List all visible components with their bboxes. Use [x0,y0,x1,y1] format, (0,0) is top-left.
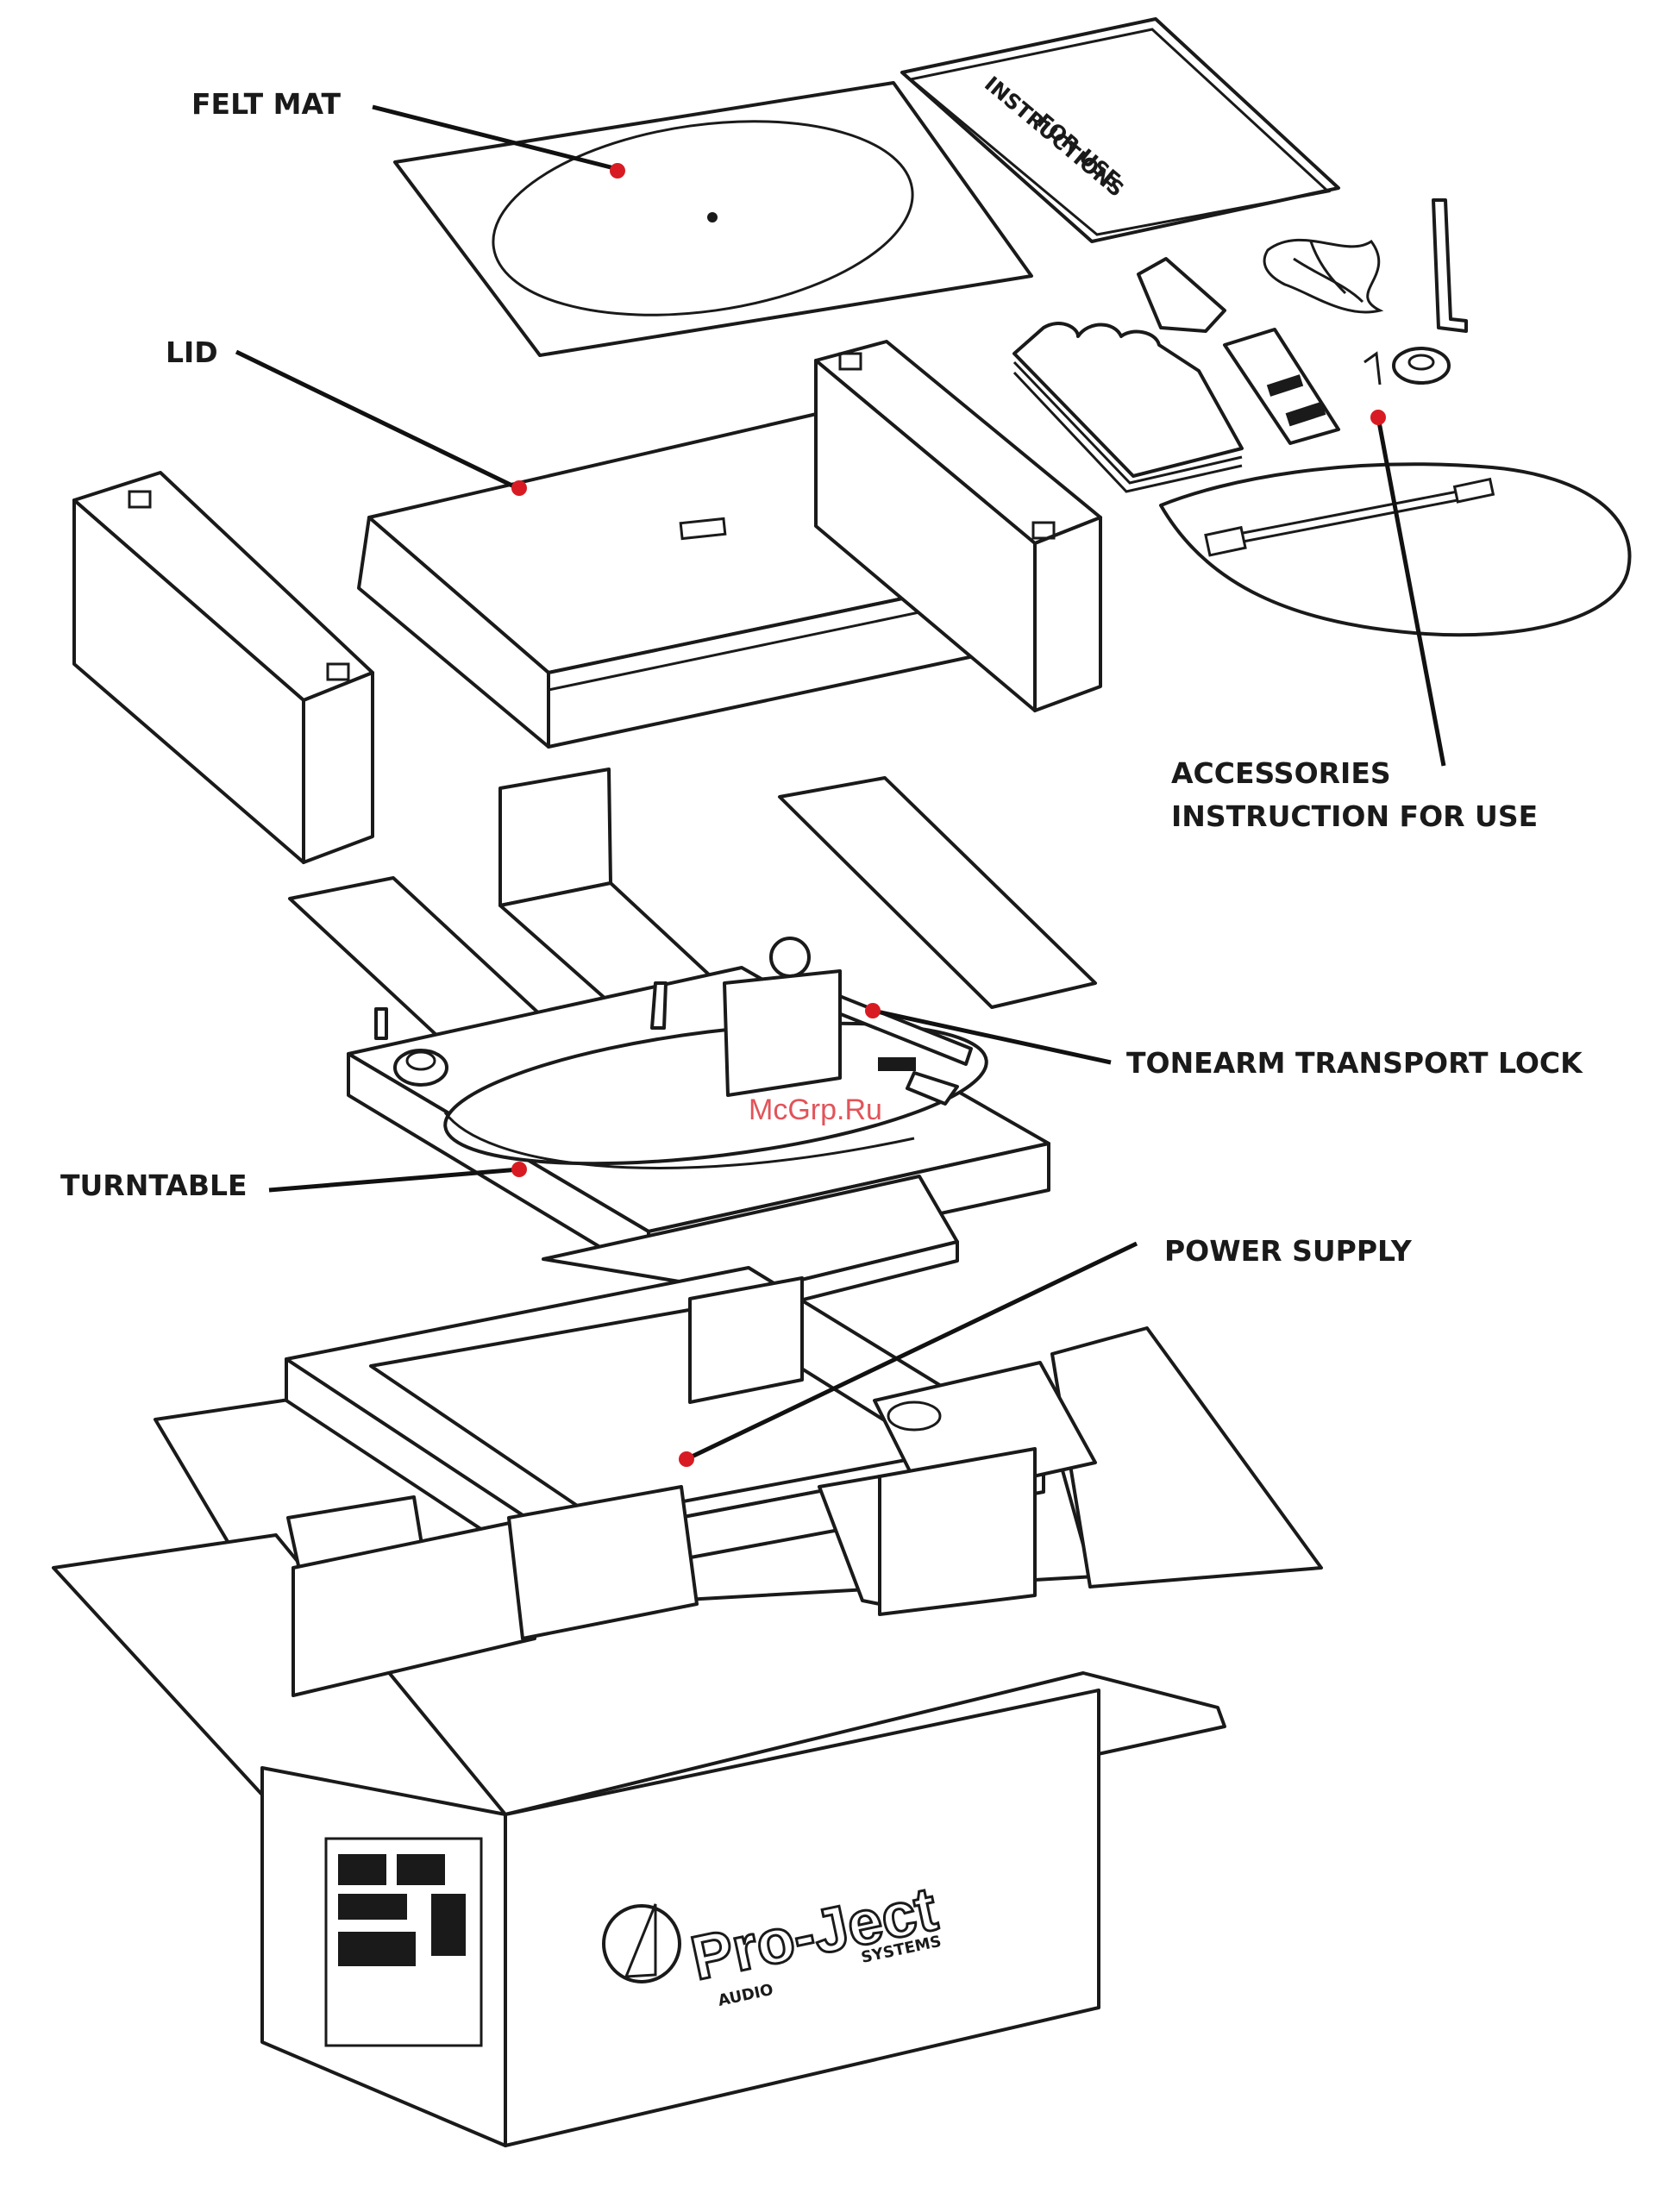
lid-foam-left [74,473,373,862]
accessories [1014,200,1630,635]
label-tonearm-lock: TONEARM TRANSPORT LOCK [1126,1046,1583,1080]
label-lid: LID [166,335,218,369]
label-power-supply: POWER SUPPLY [1164,1234,1413,1268]
watermark: McGrp.Ru [749,1093,882,1126]
marker-turntable [511,1162,527,1177]
marker-lid [511,480,527,496]
label-accessories-line2: INSTRUCTION FOR USE [1171,799,1538,833]
label-turntable: TURNTABLE [60,1169,248,1202]
marker-power-supply [679,1451,694,1467]
marker-accessories [1370,410,1386,425]
marker-felt-mat [610,163,625,179]
callout-lid [236,352,527,496]
label-felt-mat: FELT MAT [191,87,341,121]
felt-mat [395,83,1031,355]
inner-foam-insert [286,1268,1095,1695]
label-accessories-line1: ACCESSORIES [1171,756,1391,790]
marker-tonearm-lock [865,1003,881,1018]
